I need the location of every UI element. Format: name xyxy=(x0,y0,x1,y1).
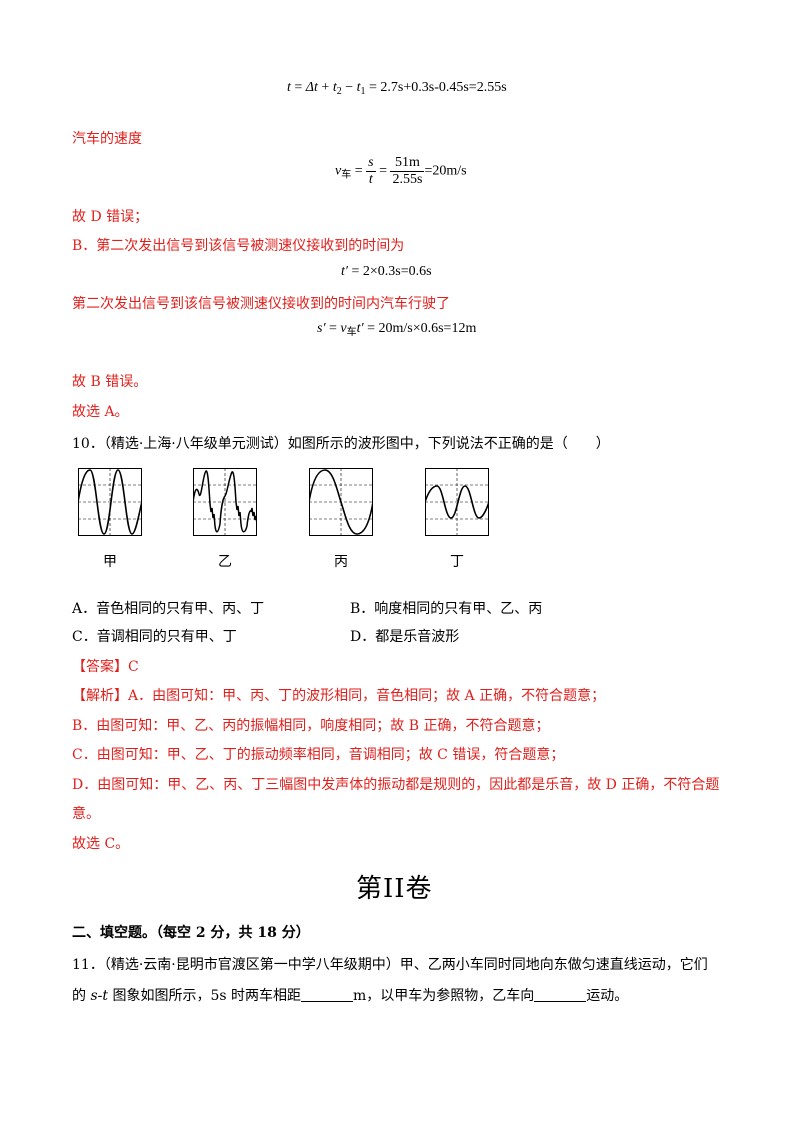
analysis-a: 【解析】A．由图可知：甲、丙、丁的波形相同，音色相同；故 A 正确，不符合题意； xyxy=(72,688,606,704)
formula-result: =20m/s xyxy=(424,163,467,179)
choose-a: 故选 A。 xyxy=(72,404,129,420)
waveform-yi xyxy=(193,468,257,536)
question-11-line-1: 11．（精选·云南·昆明市官渡区第一中学八年级期中）甲、乙两小车同时同地向东做匀… xyxy=(72,957,708,973)
formula-var: t′ xyxy=(356,321,364,336)
analysis-d-line-2: 意。 xyxy=(72,806,100,822)
formula-subscript: 1 xyxy=(360,86,366,97)
formula-op: − xyxy=(345,80,354,95)
analysis-d-line-1: D．由图可知：甲、乙、丙、丁三幅图中发声体的振动都是规则的，因此都是乐音，故 D… xyxy=(72,777,720,793)
formula-op: + xyxy=(321,80,330,95)
fraction-numerator: 51m xyxy=(390,155,425,172)
car-speed-label: 汽车的速度 xyxy=(72,131,142,147)
answer: 【答案】C xyxy=(72,659,139,675)
fraction-numerator: s xyxy=(368,155,374,170)
answer-blank-direction[interactable] xyxy=(534,987,587,1002)
q11-text: 运动。 xyxy=(586,988,629,1004)
section-title: 第II卷 xyxy=(356,874,433,904)
question-11-line-2: 的 s-t 图象如图所示，5s 时两车相距 m，以甲车为参照物，乙车向 运动。 xyxy=(72,986,628,1006)
formula-var: s′ xyxy=(317,321,326,336)
formula-var: t xyxy=(332,80,337,95)
fraction-denominator: 2.55s xyxy=(392,172,423,187)
waveform-jia xyxy=(78,468,142,536)
b-wrong: 故 B 错误。 xyxy=(72,374,148,390)
option-d: D．都是乐音波形 xyxy=(350,629,460,645)
formula-op: = xyxy=(325,321,341,336)
formula-var: t xyxy=(356,80,361,95)
formula-subscript: 2 xyxy=(336,86,342,97)
formula-t: t = Δt + t2 − t1 = 2.7s+0.3s-0.45s=2.55s xyxy=(287,80,507,97)
waveform-label-bing: 丙 xyxy=(334,554,348,570)
waveform-label-yi: 乙 xyxy=(218,554,232,570)
choose-c: 故选 C。 xyxy=(72,836,130,852)
formula-s-prime: s′ = v车t′ = 20m/s×0.6s=12m xyxy=(317,321,476,338)
q11-text: 的 xyxy=(72,988,91,1004)
q11-text: 图象如图所示，5s 时两车相距 xyxy=(108,988,301,1004)
formula-result: = 20m/s×0.6s=12m xyxy=(363,321,477,336)
waveform-bing xyxy=(309,468,373,536)
analysis-c: C．由图可知：甲、乙、丁的振动频率相同，音调相同；故 C 错误，符合题意； xyxy=(72,747,565,763)
b-line: B．第二次发出信号到该信号被测速仪接收到的时间为 xyxy=(72,238,405,254)
formula-v: v车 = s t = 51m 2.55s =20m/s xyxy=(335,155,467,188)
formula-var: v xyxy=(335,163,342,179)
fraction-values: 51m 2.55s xyxy=(390,155,425,188)
analysis-b: B．由图可知：甲、乙、丙的振幅相同，响度相同；故 B 正确，不符合题意； xyxy=(72,718,550,734)
q11-text: m，以甲车为参照物，乙车向 xyxy=(353,988,535,1004)
formula-op: = xyxy=(294,80,303,95)
formula-op: = xyxy=(379,163,387,179)
formula-var: t xyxy=(287,80,291,95)
formula-var: Δt xyxy=(305,80,318,95)
formula-subscript: 车 xyxy=(341,169,352,181)
option-c: C．音调相同的只有甲、丁 xyxy=(72,629,237,645)
formula-result: = 2×0.3s=0.6s xyxy=(347,264,432,279)
fraction-denominator: t xyxy=(368,172,373,187)
question-10: 10．（精选·上海·八年级单元测试）如图所示的波形图中，下列说法不正确的是（ ） xyxy=(72,436,610,452)
d-wrong: 故 D 错误； xyxy=(72,209,149,225)
waveform-label-jia: 甲 xyxy=(103,554,117,570)
formula-t-prime: t′ = 2×0.3s=0.6s xyxy=(341,264,432,280)
option-b: B．响度相同的只有甲、乙、丙 xyxy=(350,601,543,617)
option-a: A．音色相同的只有甲、丙、丁 xyxy=(72,601,265,617)
b-line-2: 第二次发出信号到该信号被测速仪接收到的时间内汽车行驶了 xyxy=(72,296,450,312)
q11-st-italic: s-t xyxy=(90,988,108,1004)
waveform-label-ding: 丁 xyxy=(450,554,464,570)
formula-result: = 2.7s+0.3s-0.45s=2.55s xyxy=(369,80,507,95)
part-2-heading: 二、填空题。（每空 2 分，共 18 分） xyxy=(72,925,310,941)
formula-op: = xyxy=(354,163,363,179)
waveform-ding xyxy=(425,468,489,536)
fraction-s-t: s t xyxy=(366,155,376,188)
formula-var: v xyxy=(340,321,347,336)
formula-var: t′ xyxy=(341,264,348,279)
formula-subscript: 车 xyxy=(346,327,357,338)
answer-blank-distance[interactable] xyxy=(301,987,353,1002)
